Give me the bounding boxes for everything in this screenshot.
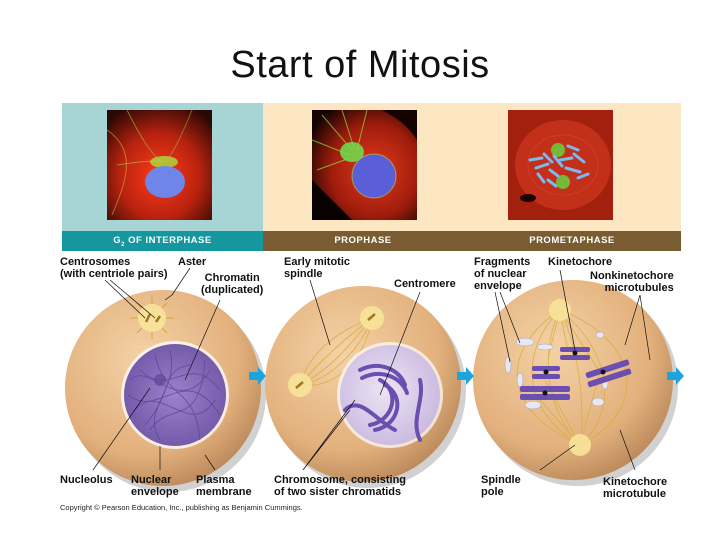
arrow-icon (667, 367, 684, 385)
arrow-icon (457, 367, 474, 385)
prometaphase-cell (473, 280, 678, 486)
stage-label-prometaphase: PROMETAPHASE (463, 231, 681, 251)
slide-title: Start of Mitosis (230, 44, 490, 86)
prophase-cell (265, 286, 466, 488)
label-kinetochore-microtubule: Kinetochore microtubule (603, 476, 668, 500)
prometaphase-micrograph (508, 110, 613, 220)
label-spindle-pole: Spindle pole (481, 474, 521, 498)
leader-lines (92, 267, 651, 471)
prophase-micrograph (312, 110, 417, 220)
arrow-icon (249, 367, 266, 385)
label-plasma-membrane: Plasma membrane (196, 474, 252, 498)
label-nonkinetochore-microtubules: Nonkinetochore microtubules (590, 270, 674, 294)
interphase-micrograph (107, 110, 212, 220)
label-centrosomes: Centrosomes (with centriole pairs) (60, 256, 168, 280)
interphase-cell (65, 290, 266, 492)
label-early-mitotic-spindle: Early mitotic spindle (284, 256, 351, 280)
label-centromere: Centromere (394, 278, 456, 290)
stage-arrows (249, 367, 684, 385)
label-chromosome: Chromosome, consisting of two sister chr… (274, 474, 407, 498)
label-nucleolus: Nucleolus (60, 474, 113, 486)
label-nuclear-envelope: Nuclear envelope (131, 474, 179, 498)
label-nuclear-envelope-fragments: Fragments of nuclear envelope (474, 256, 531, 292)
copyright-notice: Copyright © Pearson Education, Inc., pub… (60, 503, 303, 512)
stage-label-prophase: PROPHASE (263, 231, 463, 251)
label-chromatin: Chromatin (duplicated) (201, 272, 264, 296)
label-kinetochore: Kinetochore (548, 256, 613, 268)
stage-label-interphase: G2 OF INTERPHASE (62, 231, 263, 251)
label-aster: Aster (178, 256, 207, 268)
